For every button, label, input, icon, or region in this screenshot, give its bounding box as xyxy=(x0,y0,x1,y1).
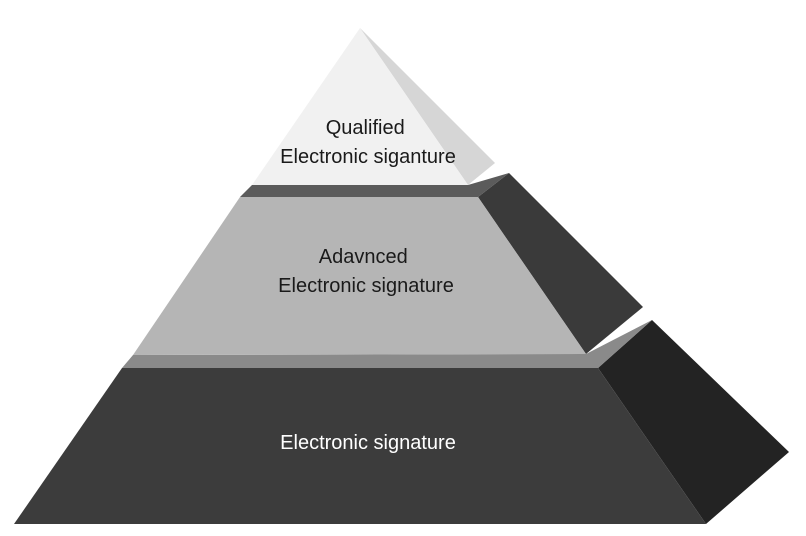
tier-bottom: Electronic signature xyxy=(14,320,789,524)
tier-middle-label-line-1: Adavnced xyxy=(319,246,408,268)
tier-middle-front xyxy=(133,197,586,355)
tier-middle-ledge xyxy=(122,320,652,368)
tier-middle: Adavnced Electronic signature xyxy=(122,173,652,368)
tier-top-label-line-2: Electronic siganture xyxy=(280,146,456,168)
tier-top-label: Qualified Electronic siganture xyxy=(280,117,456,168)
tier-bottom-front xyxy=(14,368,706,524)
tier-bottom-label-line-1: Electronic signature xyxy=(280,432,456,454)
tier-bottom-side xyxy=(598,320,789,524)
tier-top: Qualified Electronic siganture xyxy=(240,28,509,197)
tier-top-label-line-1: Qualified xyxy=(326,117,405,139)
tier-middle-side xyxy=(478,173,643,354)
tier-bottom-label: Electronic signature xyxy=(280,432,456,454)
tier-top-front xyxy=(252,28,468,185)
tier-top-side xyxy=(360,28,495,185)
tier-middle-label: Adavnced Electronic signature xyxy=(278,246,454,297)
tier-middle-label-line-2: Electronic signature xyxy=(278,275,454,297)
